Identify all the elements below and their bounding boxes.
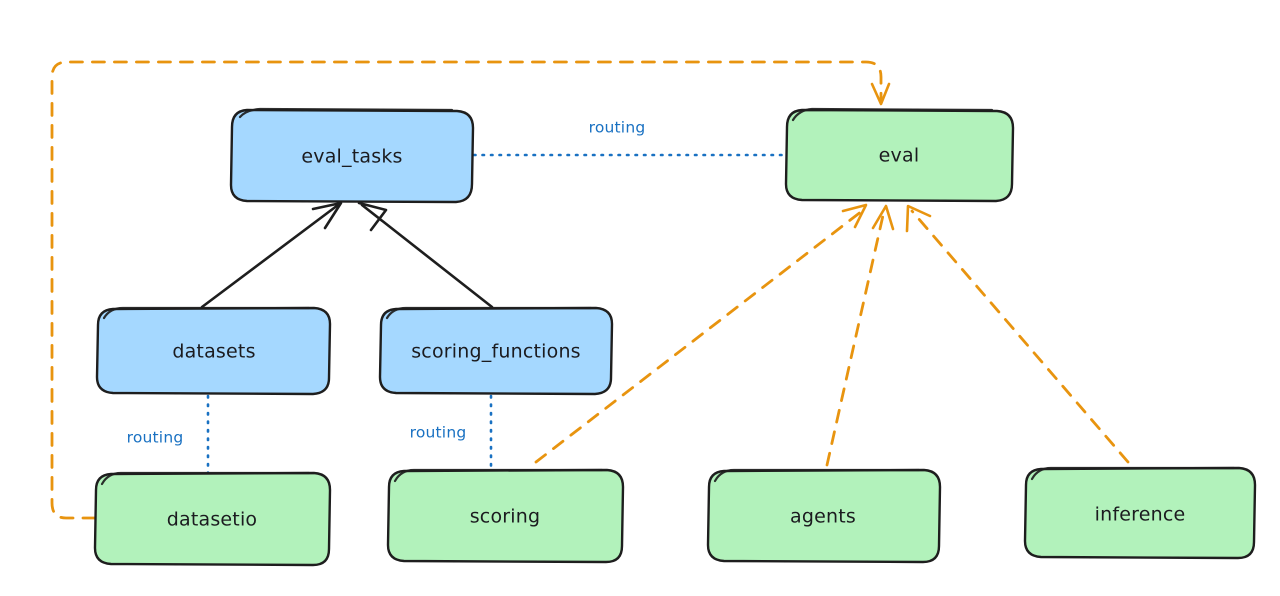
node-eval[interactable]: eval xyxy=(784,107,1015,203)
edge-datasetio-eval-line xyxy=(50,60,883,520)
edge-label-layer: routing routing routing xyxy=(127,119,646,447)
node-inference[interactable]: inference xyxy=(1023,466,1257,560)
node-datasetio[interactable]: datasetio xyxy=(93,471,332,567)
node-datasets[interactable]: datasets xyxy=(95,306,332,396)
edge-datasets-eval_tasks-arrowhead xyxy=(311,201,343,230)
edge-scoring_functions-eval_tasks-arrowhead xyxy=(357,201,388,232)
node-layer: eval_tasks eval datasets scoring_functio… xyxy=(93,107,1257,567)
node-inference-sketch-accent xyxy=(1030,466,1236,481)
node-eval-label: eval xyxy=(879,145,920,167)
edge-agents-eval-line xyxy=(825,209,886,467)
edge-label-routing-datasets: routing xyxy=(127,429,184,447)
node-scoring[interactable]: scoring xyxy=(386,468,625,564)
node-agents-shape xyxy=(706,468,942,564)
node-inference-shape xyxy=(1023,466,1257,560)
node-scoring-sketch-accent xyxy=(393,468,604,483)
node-datasets-shape xyxy=(95,306,332,396)
edge-scoring_functions-eval_tasks xyxy=(357,201,494,309)
node-eval_tasks-sketch-accent xyxy=(238,107,454,119)
edge-scoring-eval xyxy=(534,203,868,464)
node-scoring_functions-sketch-accent xyxy=(385,306,593,320)
node-datasetio-label: datasetio xyxy=(167,509,258,531)
node-scoring-shape xyxy=(386,468,625,564)
node-eval-sketch-accent xyxy=(791,107,994,122)
edge-scoring-eval-line xyxy=(534,209,864,464)
edge-agents-eval xyxy=(825,204,895,467)
node-agents[interactable]: agents xyxy=(706,468,942,564)
edge-scoring-eval-arrowhead xyxy=(841,203,868,229)
node-agents-label: agents xyxy=(790,506,856,528)
node-datasetio-sketch-accent xyxy=(100,471,311,486)
node-eval-shape xyxy=(784,108,1015,203)
edge-inference-eval-arrowhead xyxy=(905,204,932,233)
node-scoring-label: scoring xyxy=(470,506,541,528)
edge-datasetio-eval-arrowhead xyxy=(870,82,891,106)
node-eval_tasks-shape xyxy=(229,108,475,204)
edge-label-routing-scoring-functions: routing xyxy=(410,424,467,442)
edge-datasetio-eval xyxy=(50,60,891,520)
edge-datasets-eval_tasks-line xyxy=(200,203,340,309)
edge-datasets-eval_tasks xyxy=(200,201,343,309)
node-datasets-sketch-accent xyxy=(102,306,311,320)
node-inference-label: inference xyxy=(1095,504,1186,526)
edge-layer xyxy=(50,60,1130,520)
node-scoring_functions[interactable]: scoring_functions xyxy=(378,306,614,396)
edge-inference-eval xyxy=(905,204,1130,464)
node-scoring_functions-label: scoring_functions xyxy=(411,341,581,363)
node-datasets-label: datasets xyxy=(172,341,255,363)
edge-inference-eval-line xyxy=(910,209,1130,464)
node-eval_tasks-label: eval_tasks xyxy=(301,146,402,168)
edge-label-routing-top: routing xyxy=(589,119,646,137)
node-eval_tasks[interactable]: eval_tasks xyxy=(229,107,475,204)
edge-scoring_functions-eval_tasks-line xyxy=(360,203,494,309)
node-datasetio-shape xyxy=(93,471,332,567)
node-agents-sketch-accent xyxy=(713,468,921,483)
edge-agents-eval-arrowhead xyxy=(871,204,895,231)
node-scoring_functions-shape xyxy=(378,306,614,396)
